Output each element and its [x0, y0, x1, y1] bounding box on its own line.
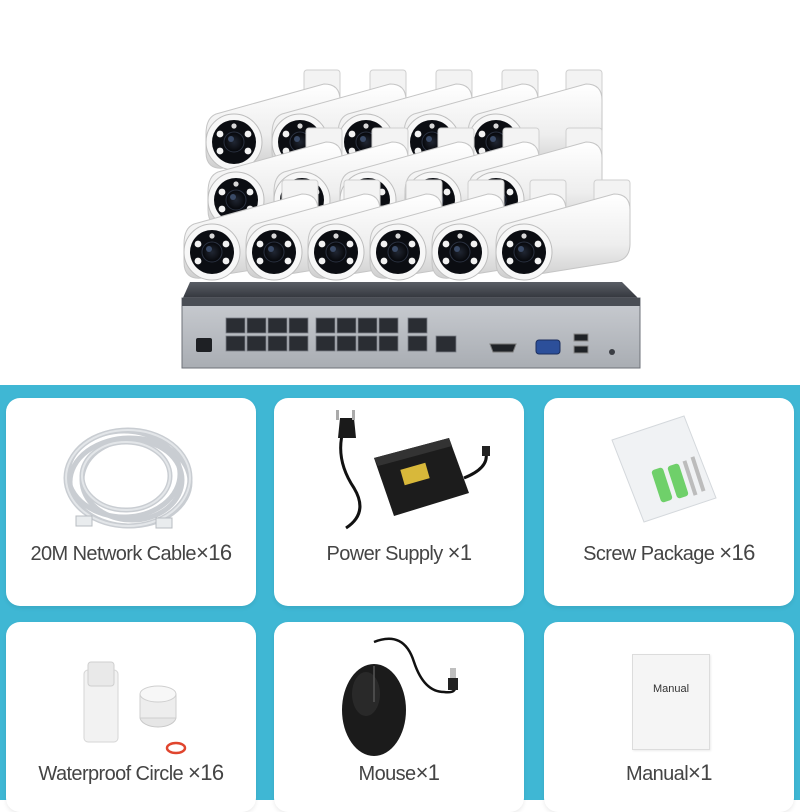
nvr-recorder	[181, 282, 641, 369]
mouse-image	[342, 637, 458, 756]
product-hero	[0, 0, 800, 385]
accessory-label: 20M Network Cable×16	[30, 540, 233, 565]
accessory-label: Waterproof Circle ×16	[38, 760, 224, 785]
camera-kit-illustration	[181, 69, 641, 369]
network-cable-image	[63, 427, 193, 529]
accessory-card-screw-package: Screw Package ×16	[544, 398, 794, 606]
accessory-card-mouse: Mouse×1	[274, 622, 524, 812]
accessory-card-manual: Manual Manual×1	[544, 622, 794, 812]
accessory-label: Screw Package ×16	[583, 540, 755, 565]
accessory-label: Mouse×1	[358, 760, 441, 785]
manual-booklet: Manual	[632, 654, 710, 750]
power-supply-image	[336, 410, 490, 530]
accessory-card-waterproof-circle: Waterproof Circle ×16	[6, 622, 256, 812]
accessory-card-power-supply: Power Supply ×1	[274, 398, 524, 606]
accessory-label: Power Supply ×1	[326, 540, 472, 565]
accessory-card-network-cable: 20M Network Cable×16	[6, 398, 256, 606]
accessory-label: Manual×1	[626, 760, 712, 785]
waterproof-circle-image	[83, 661, 187, 755]
accessories-panel: 20M Network Cable×16 Power Supply ×1	[0, 385, 800, 812]
screw-package-image	[611, 415, 717, 523]
manual-cover-text: Manual	[652, 683, 690, 695]
